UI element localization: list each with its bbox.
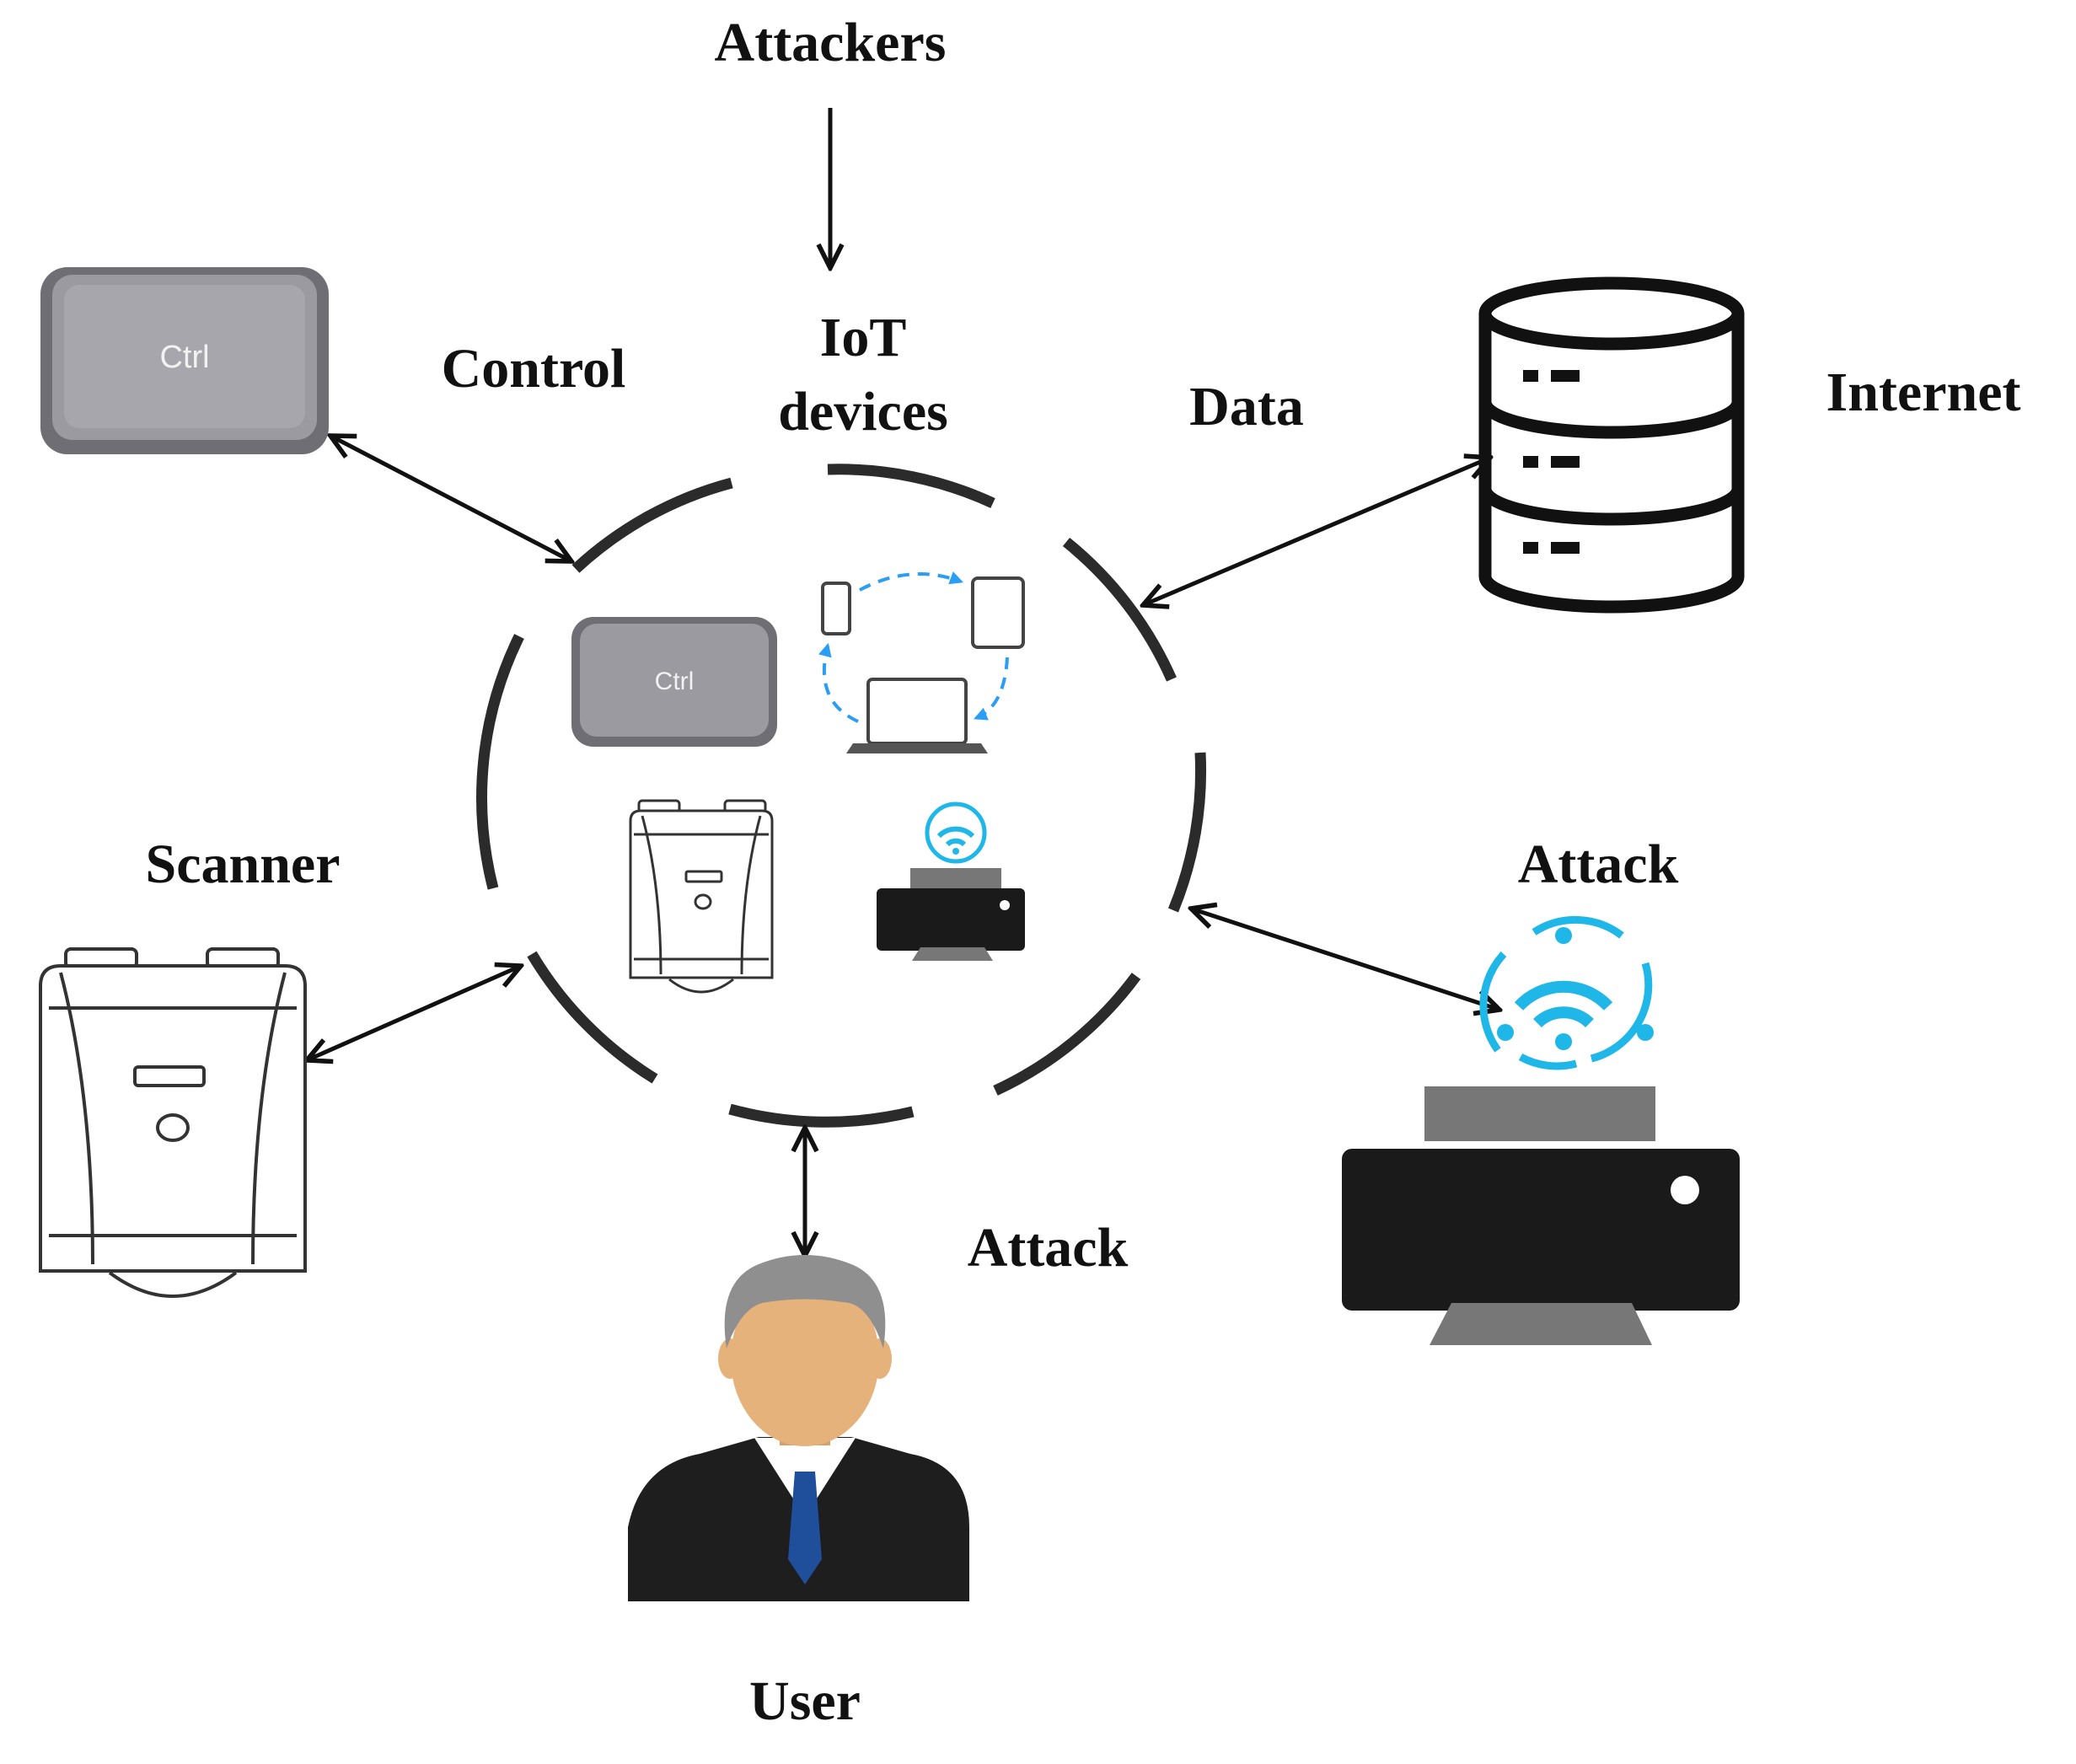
device-sync-icon (818, 571, 1025, 753)
ring-segment-1 (827, 464, 995, 508)
ring-segment-8 (571, 477, 733, 573)
iot-ring (476, 464, 1207, 1128)
iot-label-line1: IoT (820, 307, 907, 368)
data-label: Data (1189, 376, 1304, 437)
user-label: User (749, 1670, 861, 1732)
iot-label-line2: devices (778, 381, 948, 442)
attack-user-label: Attack (968, 1217, 1129, 1279)
ctrl-key-icon: Ctrl (40, 267, 329, 454)
server-database-icon (1478, 276, 1745, 614)
center-wifi-printer-icon (877, 802, 1025, 961)
scanner-arrow (307, 966, 521, 1060)
ctrl-key-label: Ctrl (159, 340, 209, 375)
attack-printer-label: Attack (1518, 834, 1679, 895)
ring-segment-5 (728, 1103, 915, 1128)
ring-segment-3 (1167, 752, 1207, 913)
ring-segment-2 (1062, 537, 1177, 682)
ring-segment-7 (476, 634, 524, 890)
internet-label: Internet (1827, 362, 2021, 423)
control-arrow (330, 436, 571, 561)
center-devices: Ctrl (571, 571, 1025, 994)
wifi-printer-icon (1342, 915, 1740, 1345)
scanner-label: Scanner (146, 834, 341, 895)
ring-segment-6 (527, 951, 658, 1084)
printer-arrow (1191, 909, 1499, 1010)
center-ctrl-key-icon: Ctrl (571, 617, 777, 747)
center-scanner-icon (629, 799, 774, 994)
wifi-icon (1479, 915, 1654, 1070)
data-arrow (1143, 458, 1490, 605)
scanner-device-icon (39, 947, 307, 1298)
labels: Attackers IoT devices Control Data Inter… (146, 12, 2021, 1732)
businessman-avatar-icon (628, 1255, 969, 1601)
attackers-label: Attackers (715, 12, 947, 73)
ring-segment-4 (993, 973, 1141, 1096)
arrows (307, 108, 1499, 1256)
center-ctrl-key-label: Ctrl (655, 668, 695, 695)
control-label: Control (442, 338, 626, 399)
